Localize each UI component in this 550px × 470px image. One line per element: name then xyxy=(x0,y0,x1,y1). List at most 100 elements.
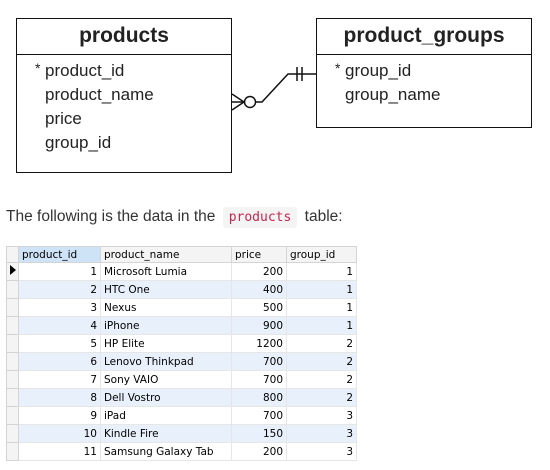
product-groups-entity: product_groups * group_id group_name xyxy=(316,18,532,128)
cell-price[interactable]: 700 xyxy=(231,370,287,389)
cell-price[interactable]: 700 xyxy=(231,352,287,371)
cell-product-name[interactable]: Samsung Galaxy Tab xyxy=(100,442,232,461)
row-indicator[interactable] xyxy=(6,280,19,299)
row-indicator[interactable] xyxy=(6,424,19,443)
row-indicator[interactable] xyxy=(6,442,19,461)
cell-product-name[interactable]: Lenovo Thinkpad xyxy=(100,352,232,371)
column-header-price[interactable]: price xyxy=(231,246,287,263)
attribute-product-name: product_name xyxy=(17,83,231,107)
column-header-group-id[interactable]: group_id xyxy=(286,246,357,263)
cell-product-name[interactable]: HP Elite xyxy=(100,334,232,353)
column-header-product-name[interactable]: product_name xyxy=(100,246,232,263)
row-indicator[interactable] xyxy=(6,406,19,425)
cell-product-id[interactable]: 5 xyxy=(18,334,101,353)
cell-product-name[interactable]: iPad xyxy=(100,406,232,425)
row-indicator[interactable] xyxy=(6,262,19,281)
cell-price[interactable]: 800 xyxy=(231,388,287,407)
caption-table-name: products xyxy=(222,207,298,228)
cell-product-id[interactable]: 6 xyxy=(18,352,101,371)
cell-group-id[interactable]: 3 xyxy=(286,442,357,461)
caption-text-before: The following is the data in the xyxy=(6,208,216,225)
cell-group-id[interactable]: 2 xyxy=(286,370,357,389)
primary-key-marker: * xyxy=(335,60,341,76)
cell-price[interactable]: 200 xyxy=(231,442,287,461)
cell-product-name[interactable]: iPhone xyxy=(100,316,232,335)
primary-key-marker: * xyxy=(35,60,41,76)
cell-product-name[interactable]: Kindle Fire xyxy=(100,424,232,443)
row-indicator[interactable] xyxy=(6,334,19,353)
attribute-group-name: group_name xyxy=(317,83,531,107)
cell-product-name[interactable]: Nexus xyxy=(100,298,232,317)
row-indicator[interactable] xyxy=(6,370,19,389)
products-entity: products * product_id product_name price… xyxy=(16,18,232,173)
cell-product-id[interactable]: 8 xyxy=(18,388,101,407)
caption-text-after: table: xyxy=(304,208,343,225)
cell-product-id[interactable]: 9 xyxy=(18,406,101,425)
cell-price[interactable]: 1200 xyxy=(231,334,287,353)
attribute-name: group_id xyxy=(345,61,412,80)
attribute-price: price xyxy=(17,107,231,131)
cell-product-name[interactable]: Dell Vostro xyxy=(100,388,232,407)
cell-product-id[interactable]: 3 xyxy=(18,298,101,317)
cell-group-id[interactable]: 1 xyxy=(286,280,357,299)
cell-product-id[interactable]: 2 xyxy=(18,280,101,299)
cell-group-id[interactable]: 2 xyxy=(286,388,357,407)
products-attribute-list: * product_id product_name price group_id xyxy=(17,55,231,155)
cell-product-id[interactable]: 11 xyxy=(18,442,101,461)
row-indicator[interactable] xyxy=(6,298,19,317)
row-indicator[interactable] xyxy=(6,316,19,335)
attribute-group-id: group_id xyxy=(17,131,231,155)
cell-group-id[interactable]: 1 xyxy=(286,298,357,317)
cell-price[interactable]: 500 xyxy=(231,298,287,317)
row-indicator[interactable] xyxy=(6,352,19,371)
attribute-name: group_name xyxy=(345,85,441,104)
product-groups-attribute-list: * group_id group_name xyxy=(317,55,531,107)
cell-price[interactable]: 400 xyxy=(231,280,287,299)
cell-price[interactable]: 150 xyxy=(231,424,287,443)
cell-product-id[interactable]: 7 xyxy=(18,370,101,389)
attribute-name: product_name xyxy=(45,85,154,104)
product-groups-entity-title: product_groups xyxy=(317,19,531,55)
data-caption: The following is the data in the product… xyxy=(6,207,343,228)
cell-product-name[interactable]: HTC One xyxy=(100,280,232,299)
cell-price[interactable]: 900 xyxy=(231,316,287,335)
cell-price[interactable]: 200 xyxy=(231,262,287,281)
cell-product-id[interactable]: 1 xyxy=(18,262,101,281)
cell-product-name[interactable]: Sony VAIO xyxy=(100,370,232,389)
attribute-name: price xyxy=(45,109,82,128)
cell-group-id[interactable]: 2 xyxy=(286,352,357,371)
cell-product-name[interactable]: Microsoft Lumia xyxy=(100,262,232,281)
products-entity-title: products xyxy=(17,19,231,55)
column-header-product-id[interactable]: product_id xyxy=(18,246,101,263)
cell-group-id[interactable]: 2 xyxy=(286,334,357,353)
cell-product-id[interactable]: 4 xyxy=(18,316,101,335)
attribute-name: group_id xyxy=(45,133,112,152)
current-row-pointer-icon xyxy=(9,265,16,275)
attribute-name: product_id xyxy=(45,61,125,80)
cell-product-id[interactable]: 10 xyxy=(18,424,101,443)
attribute-group-id: * group_id xyxy=(317,59,531,83)
attribute-product-id: * product_id xyxy=(17,59,231,83)
cell-group-id[interactable]: 3 xyxy=(286,406,357,425)
row-indicator[interactable] xyxy=(6,388,19,407)
cell-group-id[interactable]: 1 xyxy=(286,262,357,281)
cell-group-id[interactable]: 3 xyxy=(286,424,357,443)
cell-price[interactable]: 700 xyxy=(231,406,287,425)
cell-group-id[interactable]: 1 xyxy=(286,316,357,335)
row-indicator-header xyxy=(6,246,19,263)
relationship-connector xyxy=(231,67,316,111)
relationship-line xyxy=(232,73,316,103)
zero-or-many-crows-foot-icon xyxy=(231,93,257,111)
